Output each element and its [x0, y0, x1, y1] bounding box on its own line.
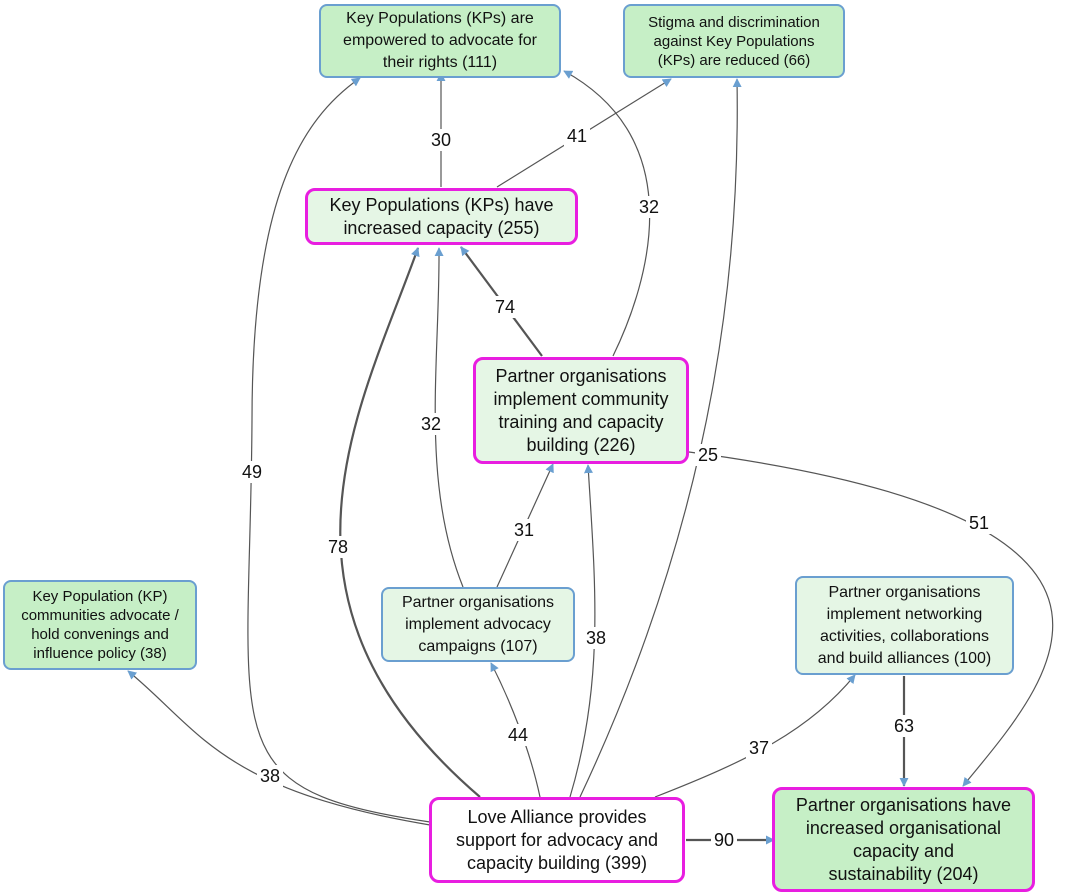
edge-n8-n2 [579, 78, 742, 798]
edge-n8-n5 [127, 670, 431, 826]
node-stigma-reduced[interactable]: Stigma and discrimination against Key Po… [623, 4, 845, 78]
node-community-training[interactable]: Partner organisations implement communit… [473, 357, 689, 464]
edge-weight-label: 41 [567, 126, 587, 146]
edge-weight-label: 31 [514, 520, 534, 540]
node-label: Key Populations (KPs) have increased cap… [329, 194, 554, 238]
node-kps-increased-capacity[interactable]: Key Populations (KPs) have increased cap… [305, 188, 578, 245]
node-kp-communities-advocate[interactable]: Key Population (KP) communities advocate… [3, 580, 197, 670]
edge-weight-label: 63 [894, 716, 914, 736]
edge-label-background [583, 627, 609, 649]
edge-label-background [492, 296, 518, 318]
node-label: Partner organisations have increased org… [795, 794, 1012, 884]
edge-label-background [325, 536, 351, 558]
node-kps-empowered[interactable]: Key Populations (KPs) are empowered to a… [319, 4, 561, 78]
edge-weight-label: 37 [749, 738, 769, 758]
edge-label-background [505, 724, 531, 746]
edge-weight-label: 90 [714, 830, 734, 850]
edge-label-background [746, 737, 772, 759]
node-label: Stigma and discrimination against Key Po… [648, 13, 820, 69]
node-advocacy-campaigns[interactable]: Partner organisations implement advocacy… [381, 587, 575, 662]
edge-weight-label: 38 [586, 628, 606, 648]
edge-weight-label: 74 [495, 297, 515, 317]
edge-weight-label: 38 [260, 766, 280, 786]
edge-weight-label: 51 [969, 513, 989, 533]
node-label: Key Populations (KPs) are empowered to a… [343, 10, 537, 71]
edge-label-background [428, 129, 454, 151]
edge-label-background [418, 413, 444, 435]
node-label: Partner organisations implement advocacy… [401, 593, 555, 655]
edge-weight-label: 78 [328, 537, 348, 557]
edge-weight-label: 44 [508, 725, 528, 745]
node-networking-activities[interactable]: Partner organisations implement networki… [795, 576, 1014, 675]
edge-label-background [257, 765, 283, 787]
edge-label-background [711, 829, 737, 851]
edge-label-background [891, 715, 917, 737]
node-label: Key Population (KP) communities advocate… [21, 588, 179, 662]
node-organisational-capacity[interactable]: Partner organisations have increased org… [772, 787, 1035, 892]
node-love-alliance-support[interactable]: Love Alliance provides support for advoc… [429, 797, 685, 883]
edge-label-background [636, 196, 662, 218]
edge-weight-label: 25 [698, 445, 718, 465]
edge-weight-label: 32 [639, 197, 659, 217]
edge-label-background [239, 461, 265, 483]
edge-n4-n9 [688, 451, 1054, 787]
edge-label-background [695, 444, 721, 466]
edge-weight-label: 30 [431, 130, 451, 150]
edge-label-background [511, 519, 537, 541]
edge-label-background [966, 512, 992, 534]
node-label: Partner organisations implement networki… [817, 583, 992, 667]
edge-weight-label: 49 [242, 462, 262, 482]
edge-label-background [564, 125, 590, 147]
edge-weight-label: 32 [421, 414, 441, 434]
node-label: Love Alliance provides support for advoc… [455, 806, 659, 873]
edge-n8-n7 [654, 674, 856, 798]
edge-n8-n3 [339, 247, 481, 798]
node-label: Partner organisations implement communit… [493, 365, 669, 455]
